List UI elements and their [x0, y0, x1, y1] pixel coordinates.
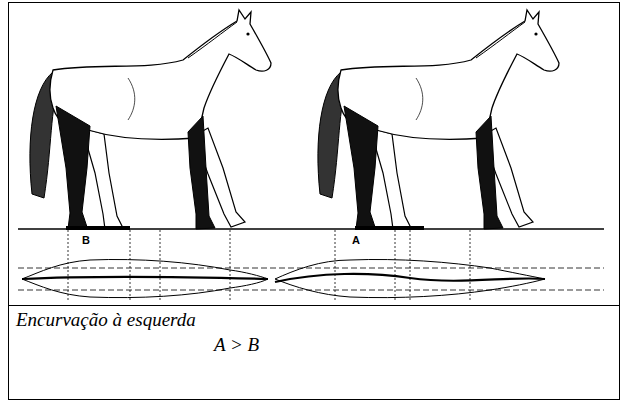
step-label: A [352, 234, 360, 246]
step-label: B [82, 234, 90, 246]
relation-note: A > B [214, 334, 259, 356]
figure-caption: Encurvação à esquerda [16, 309, 196, 331]
